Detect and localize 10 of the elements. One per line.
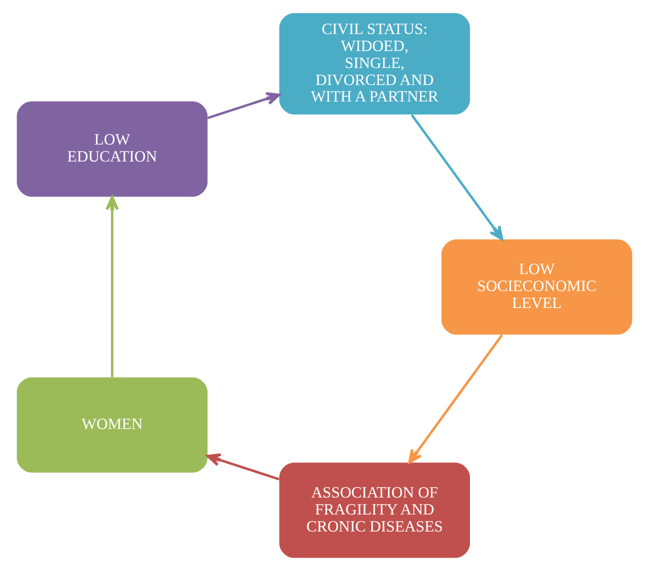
node-box: LOW EDUCATION [16,101,208,197]
arrow [207,92,280,120]
node-box: CIVIL STATUS: WIDOED, SINGLE, DIVORCED AND WITH A PARTNER [279,13,470,114]
node-box: ASSOCIATION OF FRAGILITY AND CRONIC DISEASES [279,462,470,558]
arrow [410,114,504,240]
node-box: WOMEN [16,377,208,473]
arrow [408,334,503,464]
arrow [106,196,119,378]
arrow [206,453,280,480]
node-box: LOW SOCIECONOMIC LEVEL [441,239,632,335]
